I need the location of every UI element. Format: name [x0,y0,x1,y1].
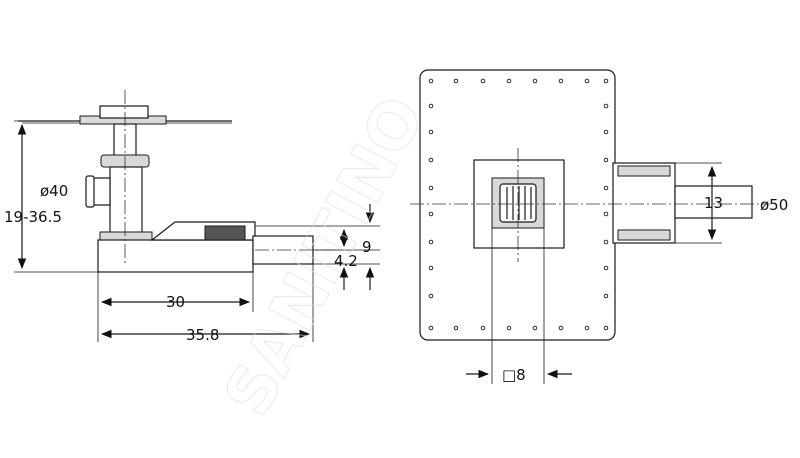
outlet-box [204,225,246,241]
side-outlet [91,177,111,206]
mounting-hole [428,129,434,135]
top-view: 13 ø50 □8 [410,69,788,384]
outlet-diameter-label: ø40 [40,182,68,200]
mounting-hole [603,293,609,299]
outlet-clip-top [617,165,671,177]
mounting-hole [480,325,486,331]
bottom-ring [99,231,153,241]
mounting-hole [428,185,434,191]
mounting-hole [428,78,434,84]
mounting-hole [603,185,609,191]
mounting-hole [453,78,459,84]
mounting-hole [428,265,434,271]
mounting-hole [428,103,434,109]
mounting-hole [428,157,434,163]
upper-height-label: 9 [362,238,372,256]
mounting-hole [603,78,609,84]
mounting-hole [558,325,564,331]
outlet-width-label: 13 [704,194,723,212]
mounting-hole [428,211,434,217]
mounting-hole [603,239,609,245]
mounting-hole [532,78,538,84]
vertical-body [109,166,143,236]
mounting-hole [506,325,512,331]
flange-collar [99,105,149,119]
mounting-hole [506,78,512,84]
lower-height-label: 4.2 [334,252,358,270]
mounting-hole [603,325,609,331]
mounting-hole [558,78,564,84]
total-length-label: 35.8 [186,326,219,344]
mounting-holes [428,78,609,331]
mounting-hole [603,211,609,217]
mounting-hole [428,239,434,245]
mounting-hole [428,293,434,299]
side-view: 19-36.5 ø40 30 35.8 9 4.2 [4,90,380,344]
body-length-label: 30 [166,293,185,311]
mounting-hole [584,325,590,331]
mounting-hole [428,325,434,331]
grate-size-label: □8 [502,366,526,384]
mounting-hole [603,103,609,109]
mounting-hole [532,325,538,331]
mounting-hole [584,78,590,84]
height-range-label: 19-36.5 [4,208,62,226]
mounting-hole [453,325,459,331]
mounting-hole [603,157,609,163]
mounting-hole [480,78,486,84]
outlet-diameter-top-label: ø50 [760,196,788,214]
mounting-hole [603,265,609,271]
mounting-hole [603,129,609,135]
base-housing [97,239,254,273]
outlet-clip-bottom [617,229,671,241]
